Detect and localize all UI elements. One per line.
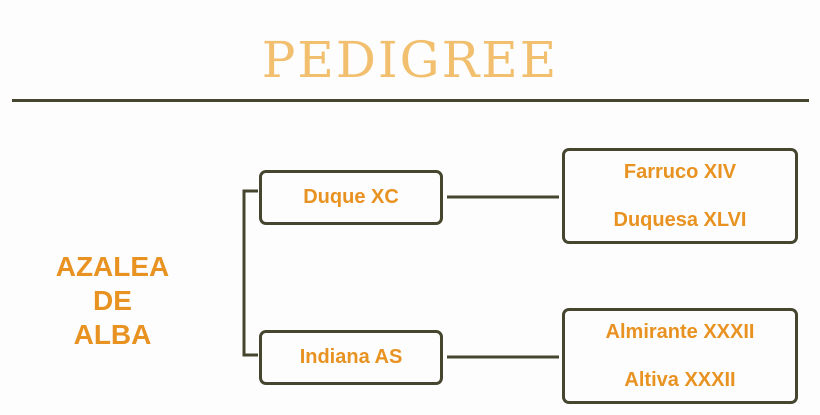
subject-name: AZALEA DE ALBA bbox=[40, 250, 185, 352]
page-title: PEDIGREE bbox=[261, 31, 559, 89]
dam-box: Indiana AS bbox=[259, 330, 443, 385]
dam-name: Indiana AS bbox=[299, 346, 403, 368]
subject-name-line3: ALBA bbox=[73, 319, 152, 350]
subject-name-line2: DE bbox=[93, 285, 132, 316]
paternal-grandparents-box: Farruco XIV Duquesa XLVI bbox=[562, 148, 798, 244]
title-divider bbox=[12, 99, 809, 102]
sire-name: Duque XC bbox=[303, 186, 399, 208]
paternal-grandsire: Farruco XIV bbox=[623, 161, 737, 183]
paternal-granddam: Duquesa XLVI bbox=[613, 209, 747, 231]
maternal-grandparents-box: Almirante XXXII Altiva XXXII bbox=[562, 308, 798, 404]
maternal-grandsire: Almirante XXXII bbox=[605, 321, 755, 343]
subject-name-line1: AZALEA bbox=[55, 251, 170, 282]
sire-box: Duque XC bbox=[259, 170, 443, 225]
subject-bracket bbox=[242, 189, 258, 357]
maternal-granddam: Altiva XXXII bbox=[624, 369, 736, 391]
